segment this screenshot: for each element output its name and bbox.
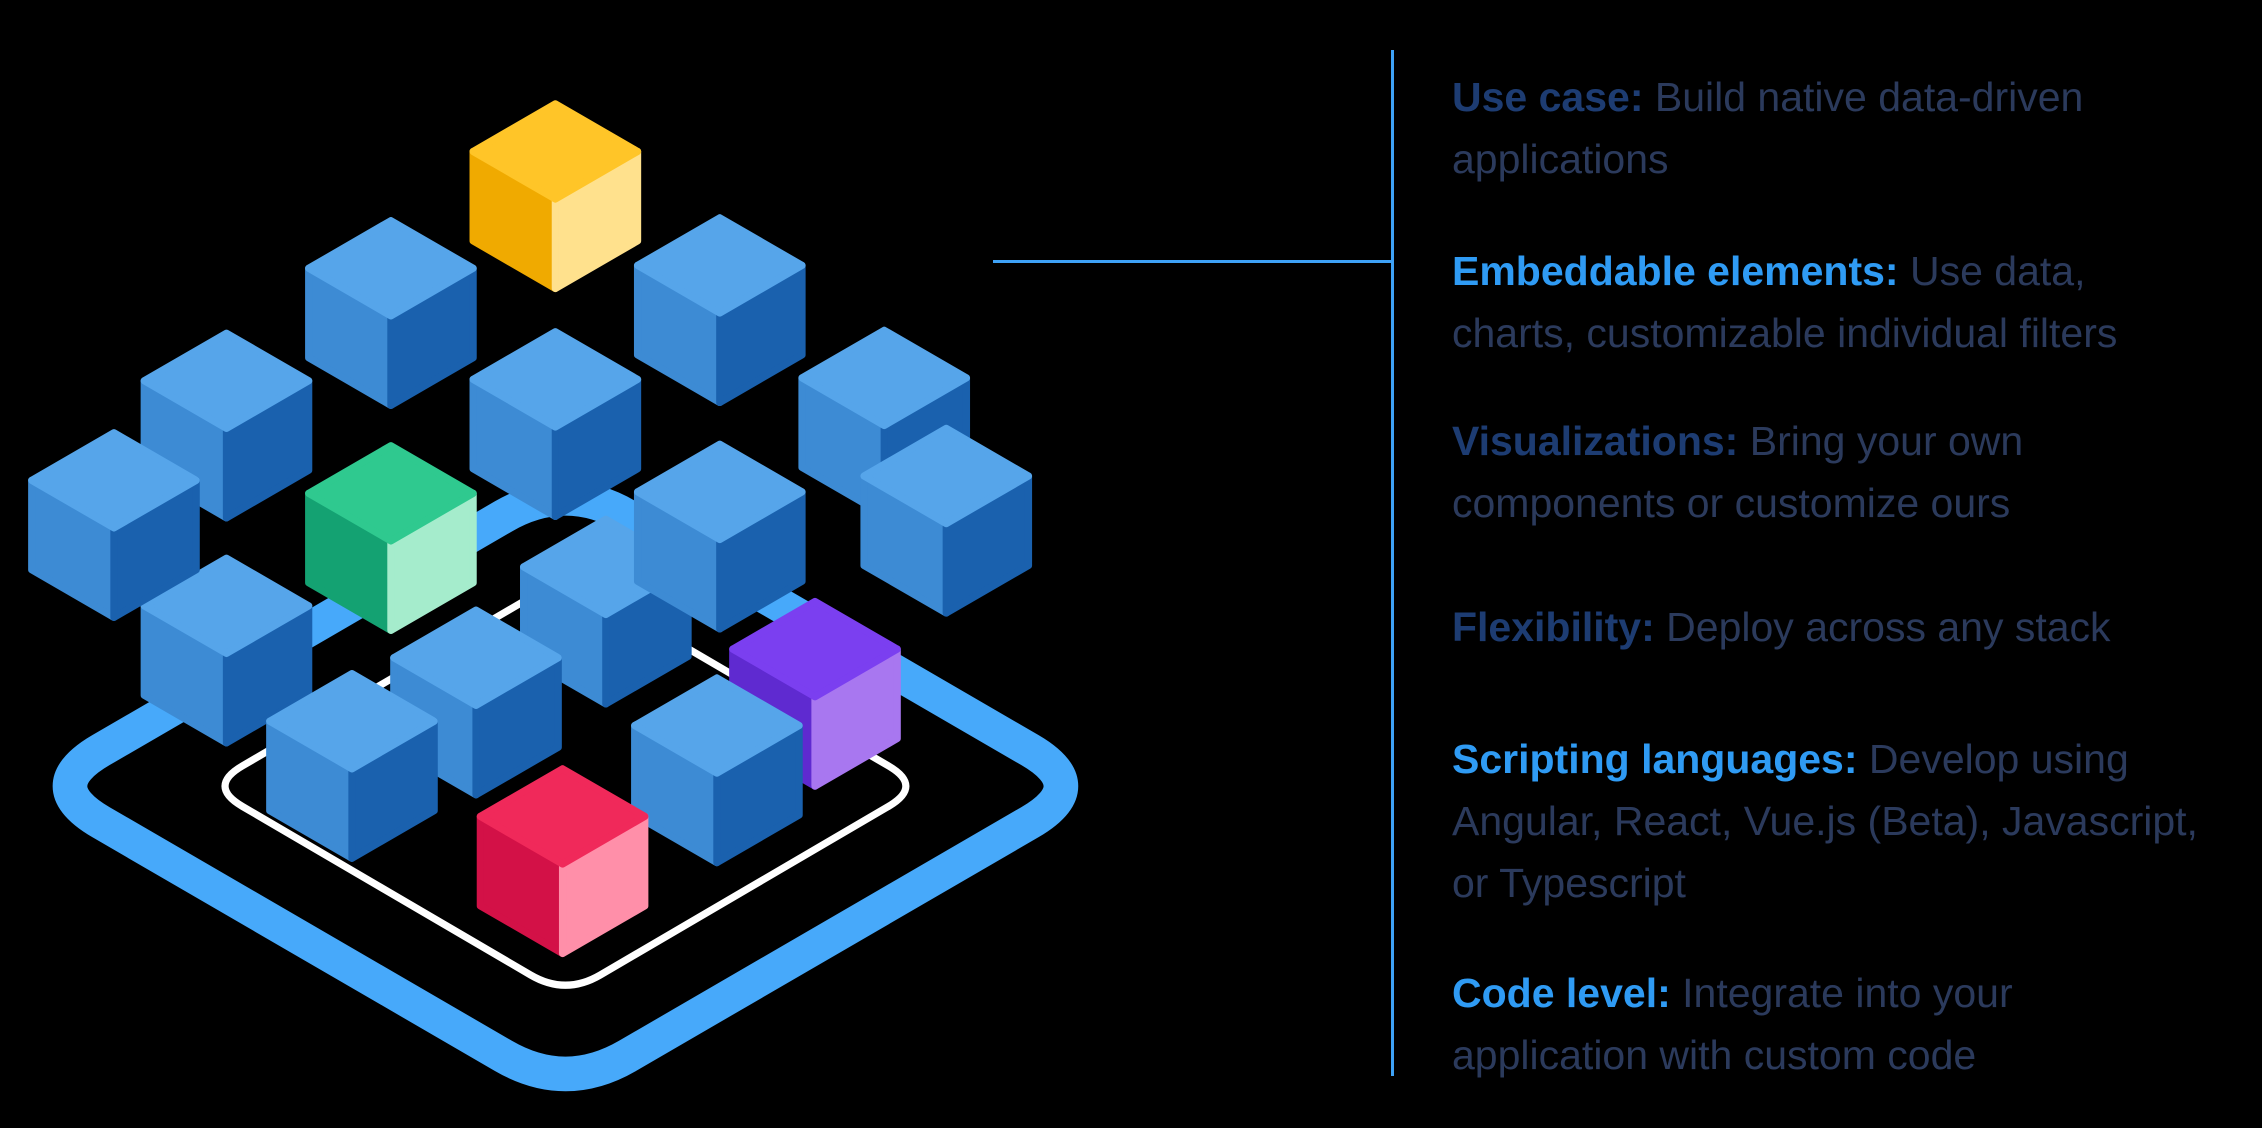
- feature-flexibility: Flexibility: Deploy across any stack: [1452, 596, 2212, 658]
- feature-text: Use data, charts, customizable individua…: [1452, 248, 2118, 356]
- feature-embeddable-elements: Embeddable elements: Use data, charts, c…: [1452, 240, 2212, 364]
- connector-line-horizontal: [993, 260, 1391, 263]
- feature-label: Flexibility:: [1452, 604, 1655, 650]
- isometric-cubes-illustration: [31, 103, 1078, 1092]
- feature-code-level: Code level: Integrate into your applicat…: [1452, 962, 2212, 1086]
- feature-label: Code level:: [1452, 970, 1671, 1016]
- feature-use-case: Use case: Build native data-driven appli…: [1452, 66, 2212, 190]
- blue-cube: [637, 217, 803, 403]
- feature-text: Deploy across any stack: [1666, 604, 2111, 650]
- feature-label: Embeddable elements:: [1452, 248, 1899, 294]
- feature-list: Use case: Build native data-driven appli…: [1452, 0, 2232, 1128]
- feature-label: Visualizations:: [1452, 418, 1739, 464]
- blue-cube: [308, 220, 474, 406]
- feature-text: Build native data-driven applications: [1452, 74, 2084, 182]
- feature-label: Scripting languages:: [1452, 736, 1858, 782]
- feature-text: Develop using Angular, React, Vue.js (Be…: [1452, 736, 2198, 906]
- blue-cube: [473, 331, 638, 517]
- red-cube: [480, 768, 645, 954]
- yellow-cube: [473, 103, 638, 289]
- divider-line-vertical: [1391, 50, 1394, 1076]
- feature-scripting-languages: Scripting languages: Develop using Angul…: [1452, 728, 2212, 914]
- feature-visualizations: Visualizations: Bring your own component…: [1452, 410, 2212, 534]
- feature-text: Bring your own components or customize o…: [1452, 418, 2024, 526]
- feature-text: Integrate into your application with cus…: [1452, 970, 2013, 1078]
- feature-label: Use case:: [1452, 74, 1644, 120]
